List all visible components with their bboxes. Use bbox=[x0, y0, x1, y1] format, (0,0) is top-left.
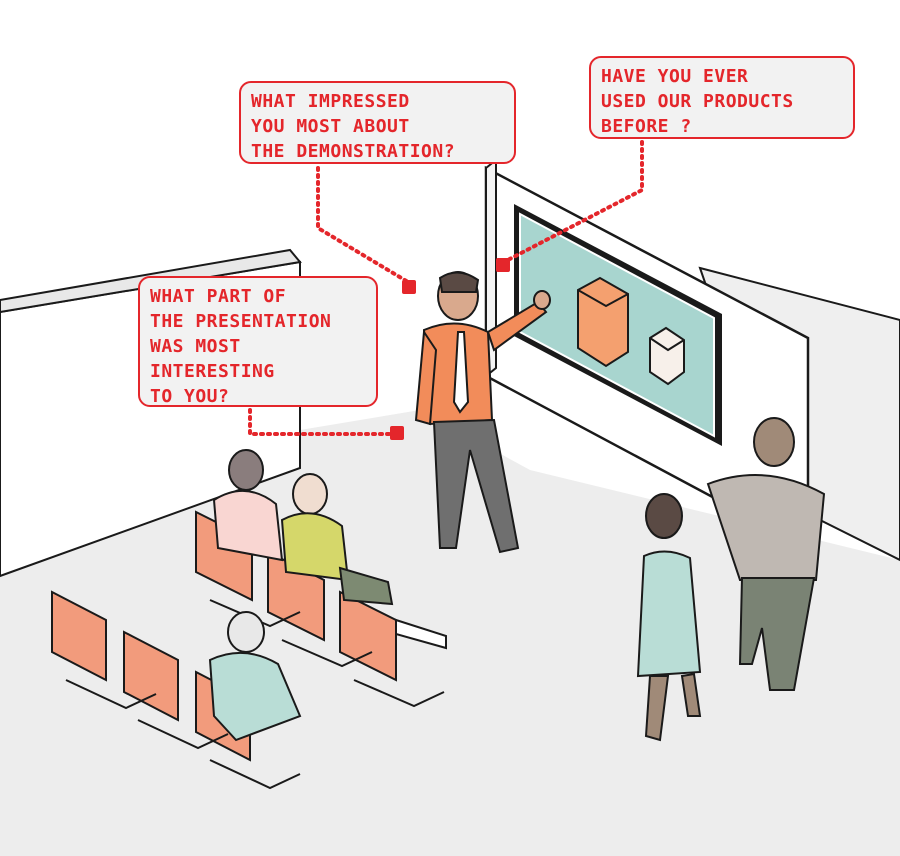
question-line: WHAT IMPRESSED bbox=[251, 91, 410, 112]
question-line: USED OUR PRODUCTS bbox=[601, 91, 794, 112]
standing-man bbox=[706, 417, 826, 691]
question-line: HAVE YOU EVER bbox=[601, 66, 749, 87]
question-line: WHAT PART OF bbox=[150, 286, 287, 307]
audience-woman-teal bbox=[208, 611, 302, 742]
audience-man-yellow bbox=[280, 473, 394, 606]
screen-box-large bbox=[577, 276, 629, 368]
leader-products bbox=[502, 140, 644, 264]
question-bubble-impressed: WHAT IMPRESSED YOU MOST ABOUT THE DEMONS… bbox=[239, 81, 516, 164]
question-line: YOU MOST ABOUT bbox=[251, 116, 410, 137]
leader-impressed bbox=[316, 166, 410, 284]
presenter bbox=[414, 271, 551, 554]
question-line: TO YOU? bbox=[150, 386, 230, 407]
standing-woman bbox=[636, 493, 702, 742]
question-bubble-part: WHAT PART OF THE PRESENTATION WAS MOST I… bbox=[138, 276, 378, 407]
question-line: THE DEMONSTRATION? bbox=[251, 141, 456, 162]
question-line: BEFORE ? bbox=[601, 116, 692, 137]
screen-box-small bbox=[649, 326, 685, 386]
question-bubble-products: HAVE YOU EVER USED OUR PRODUCTS BEFORE ? bbox=[589, 56, 855, 139]
question-line: THE PRESENTATION bbox=[150, 311, 332, 332]
question-line: WAS MOST bbox=[150, 336, 241, 357]
anchor-impressed bbox=[402, 280, 416, 294]
callout-anchors bbox=[390, 258, 510, 440]
leader-part bbox=[248, 408, 398, 436]
anchor-part bbox=[390, 426, 404, 440]
question-line: INTERESTING bbox=[150, 361, 275, 382]
audience-woman-pink bbox=[212, 449, 284, 562]
callout-leaders bbox=[248, 140, 644, 436]
anchor-products bbox=[496, 258, 510, 272]
